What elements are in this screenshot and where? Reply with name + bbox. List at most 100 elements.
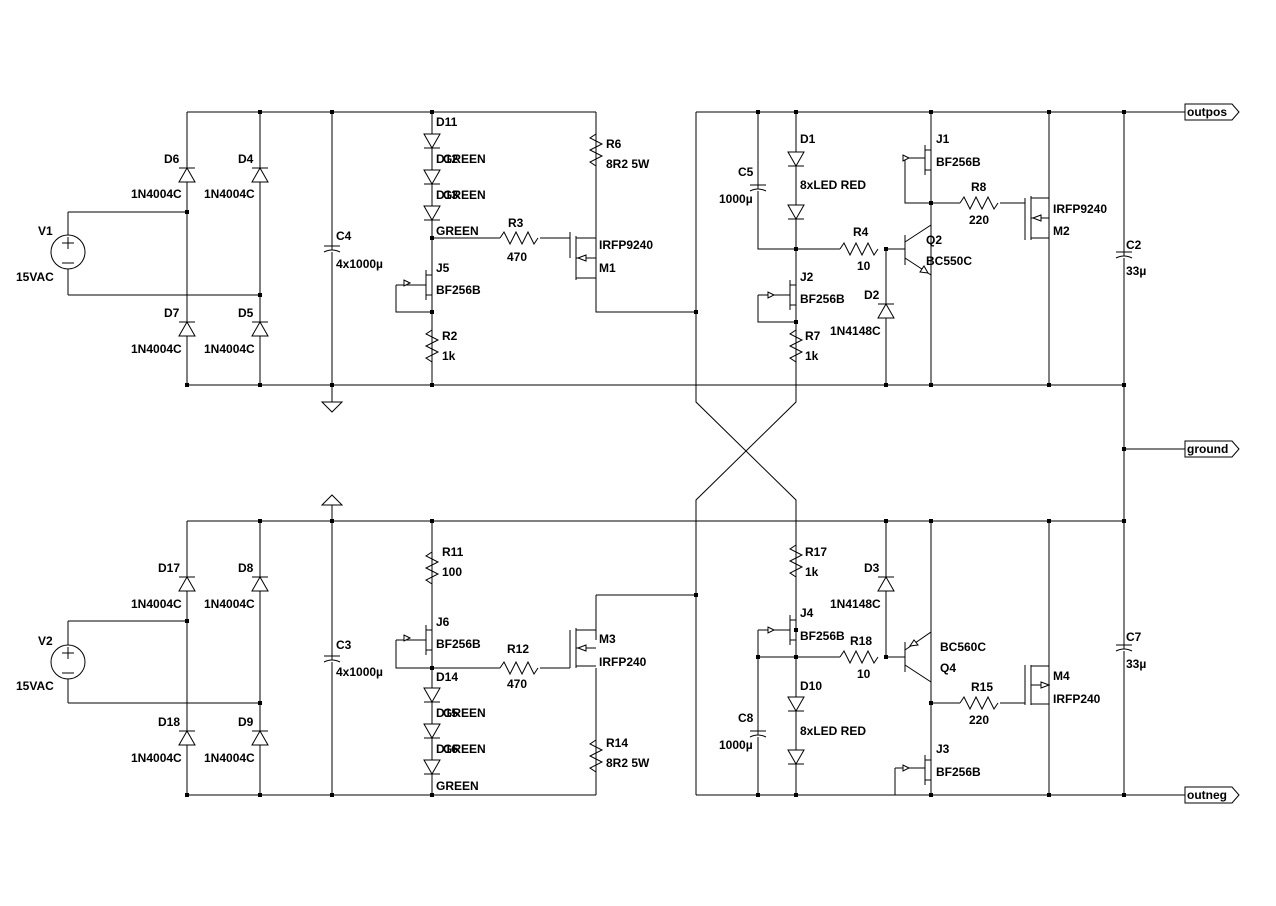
symbols [50, 103, 1240, 804]
label-d14: D14 [436, 670, 458, 684]
label-j3-val: BF256B [936, 765, 981, 779]
label-j5-val: BF256B [436, 283, 481, 297]
label-m3: M3 [599, 632, 616, 646]
label-j5: J5 [436, 261, 450, 275]
label-j6-val: BF256B [436, 637, 481, 651]
label-d1: D1 [800, 132, 816, 146]
label-j1-val: BF256B [936, 155, 981, 169]
label-d1-val: 8xLED RED [800, 178, 866, 192]
label-r8-val: 220 [969, 213, 989, 227]
label-r6: R6 [606, 137, 622, 151]
label-c8-val: 1000µ [719, 738, 753, 752]
label-q4-val: BC560C [940, 640, 986, 654]
label-m3-val: IRFP240 [599, 655, 647, 669]
label-q4: Q4 [940, 661, 956, 675]
label-r3-val: 470 [507, 250, 527, 264]
label-d3-val: 1N4148C [830, 597, 881, 611]
label-d5: D5 [238, 306, 254, 320]
label-green-4: GREEN [443, 706, 486, 720]
label-r6-val: 8R2 5W [606, 157, 650, 171]
label-j3: J3 [936, 742, 950, 756]
port-outpos: outpos [1187, 105, 1227, 119]
label-r15-val: 220 [969, 713, 989, 727]
label-c7: C7 [1126, 630, 1142, 644]
label-c7-val: 33µ [1126, 657, 1146, 671]
label-d10-val: 8xLED RED [800, 724, 866, 738]
label-m2-val: IRFP9240 [1053, 202, 1107, 216]
label-r7-val: 1k [805, 349, 819, 363]
label-m2: M2 [1053, 224, 1070, 238]
label-d2-val: 1N4148C [830, 324, 881, 338]
label-d17-val: 1N4004C [131, 597, 182, 611]
label-c5: C5 [738, 165, 754, 179]
label-r2-val: 1k [442, 349, 456, 363]
label-c3: C3 [336, 638, 352, 652]
label-c8: C8 [738, 711, 754, 725]
label-d2: D2 [864, 288, 880, 302]
label-d12: D12 [436, 152, 458, 166]
label-r14-val: 8R2 5W [606, 756, 650, 770]
label-r2: R2 [442, 329, 458, 343]
label-d18-val: 1N4004C [131, 751, 182, 765]
wires [67, 111, 1185, 796]
label-d8: D8 [238, 561, 254, 575]
label-d18: D18 [158, 715, 180, 729]
label-c4-val: 4x1000µ [336, 257, 383, 271]
labels: outpos ground outneg V1 15VAC V2 15VAC D… [16, 105, 1228, 802]
label-green-2: GREEN [443, 188, 486, 202]
label-r18: R18 [850, 634, 872, 648]
label-v1-val: 15VAC [16, 270, 54, 284]
label-r18-val: 10 [857, 667, 871, 681]
label-r14: R14 [606, 736, 628, 750]
label-d17: D17 [158, 561, 180, 575]
label-r12-val: 470 [507, 677, 527, 691]
label-j6: J6 [436, 615, 450, 629]
label-v2-val: 15VAC [16, 679, 54, 693]
label-c2: C2 [1126, 238, 1142, 252]
label-d4-val: 1N4004C [204, 187, 255, 201]
label-d6-val: 1N4004C [131, 187, 182, 201]
port-ground: ground [1187, 442, 1228, 456]
label-r12: R12 [507, 642, 529, 656]
label-r11-val: 100 [442, 565, 462, 579]
label-r15: R15 [971, 680, 993, 694]
label-j4-val: BF256B [800, 629, 845, 643]
label-r4-val: 10 [857, 259, 871, 273]
label-d5-val: 1N4004C [204, 342, 255, 356]
label-r17-val: 1k [805, 565, 819, 579]
label-j4: J4 [800, 606, 814, 620]
label-d10: D10 [800, 679, 822, 693]
label-c3-val: 4x1000µ [336, 665, 383, 679]
label-c4: C4 [336, 229, 352, 243]
label-d13: D13 [436, 188, 458, 202]
label-r3: R3 [508, 216, 524, 230]
label-d16: D16 [436, 742, 458, 756]
label-q2: Q2 [926, 233, 942, 247]
label-j2: J2 [800, 270, 814, 284]
label-d9: D9 [238, 715, 254, 729]
label-m1: M1 [599, 261, 616, 275]
label-c2-val: 33µ [1126, 264, 1146, 278]
label-d11: D11 [436, 115, 458, 129]
label-green-1: GREEN [443, 152, 486, 166]
label-d6: D6 [164, 152, 180, 166]
label-j1: J1 [936, 132, 950, 146]
port-outneg: outneg [1187, 788, 1227, 802]
label-r11: R11 [442, 545, 464, 559]
label-d4: D4 [238, 152, 254, 166]
label-m1-val: IRFP9240 [599, 238, 653, 252]
label-r17: R17 [805, 545, 827, 559]
label-green-6: GREEN [436, 779, 479, 793]
label-green-3: GREEN [436, 224, 479, 238]
label-d3: D3 [864, 561, 880, 575]
label-m4-val: IRFP240 [1053, 692, 1101, 706]
label-green-5: GREEN [443, 742, 486, 756]
label-d9-val: 1N4004C [204, 751, 255, 765]
label-r7: R7 [805, 329, 821, 343]
label-q2-val: BC550C [926, 254, 972, 268]
label-d7: D7 [164, 306, 180, 320]
label-r8: R8 [971, 180, 987, 194]
label-v1: V1 [38, 224, 53, 238]
label-d8-val: 1N4004C [204, 597, 255, 611]
